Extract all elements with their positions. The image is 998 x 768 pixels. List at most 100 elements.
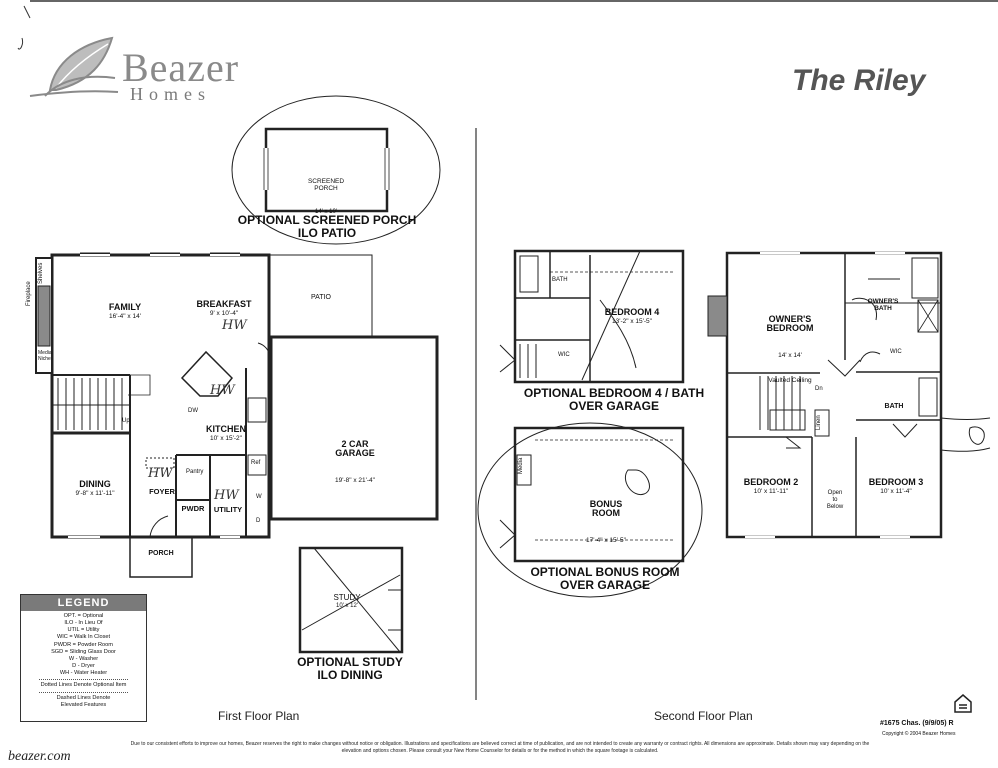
room-name: PORCH <box>148 550 174 557</box>
media-niche-label: Media Niche <box>38 350 52 362</box>
caption-study: OPTIONAL STUDY ILO DINING <box>297 655 403 683</box>
room-bedroom3: BEDROOM 3 10' x 11'-4" <box>856 477 936 495</box>
room-dim: 10' x 11'-4" <box>880 487 912 495</box>
room-note: Vaulted Ceiling <box>768 376 812 384</box>
room-porch: PORCH <box>132 550 190 558</box>
room-name: FAMILY <box>108 302 142 312</box>
room-bedroom2: BEDROOM 2 10' x 11'-11" <box>734 477 808 495</box>
room-name: SCREENED PORCH <box>307 177 345 192</box>
room-dim: 14' x 14' <box>778 351 802 359</box>
room-family: FAMILY 16'-4" x 14' <box>90 302 160 320</box>
media-label: Media <box>518 457 524 474</box>
legend-title: LEGEND <box>21 595 146 611</box>
room-owners-bath: OWNER'S BATH <box>858 280 908 329</box>
caption-screened-porch: OPTIONAL SCREENED PORCH ILO PATIO <box>237 213 417 241</box>
legend-line: OPT. = Optional <box>63 613 104 619</box>
legend-line: SGD = Sliding Glass Door <box>51 648 116 655</box>
first-floor-label: First Floor Plan <box>218 709 300 723</box>
legend: LEGEND OPT. = Optional ILO - In Lieu Of … <box>20 594 147 722</box>
copyright: Copyright © 2004 Beazer Homes <box>882 731 956 737</box>
annotation-line <box>940 447 991 452</box>
annotation-scribble <box>968 426 985 445</box>
room-name: BEDROOM 3 <box>868 477 924 487</box>
room-dim: 13'-2" x 15'-5" <box>612 317 652 325</box>
linen-label: Linen <box>816 415 822 430</box>
room-screened-porch: SCREENED PORCH 14' x 10' <box>296 160 356 234</box>
room-name: KITCHEN <box>206 424 246 434</box>
website: beazer.com <box>8 749 71 764</box>
washer-label: W <box>256 494 262 500</box>
legend-line: W - Washer <box>68 655 99 662</box>
room-name: FOYER <box>149 487 175 496</box>
legend-line: PWDR = Powder Room <box>54 641 113 648</box>
beazer-leaf-logo <box>29 36 119 97</box>
legend-line: D - Dryer <box>72 663 95 670</box>
room-dim: 9'-8" x 11'-11" <box>75 489 115 497</box>
caption-bonus: OPTIONAL BONUS ROOM OVER GARAGE <box>530 565 680 593</box>
pantry-label: Pantry <box>186 469 204 475</box>
annotation-line <box>940 417 991 420</box>
model-name: The Riley <box>792 64 926 97</box>
fireplace-label: Fireplace <box>26 281 32 306</box>
room-bath: BATH <box>876 403 912 411</box>
legend-line: WIC = Walk In Closet <box>56 634 111 641</box>
handwritten-hw: HW <box>148 466 173 481</box>
room-dim: 14' x 10' <box>315 209 337 216</box>
dw-label: DW <box>188 408 198 414</box>
room-name: BREAKFAST <box>196 299 252 309</box>
room-dining: DINING 9'-8" x 11'-11" <box>62 479 128 497</box>
legend-line: ILO - In Lieu Of <box>64 620 103 627</box>
legend-divider <box>39 691 128 693</box>
room-name: UTILITY <box>213 505 243 514</box>
room-kitchen: KITCHEN 10' x 15'-2" <box>198 424 254 442</box>
room-name: DINING <box>79 479 111 489</box>
room-bonus: BONUS ROOM 17'-4" x 15'-5" <box>574 482 638 562</box>
room-name: BONUS ROOM <box>589 498 623 519</box>
handwritten-hw: HW <box>210 383 235 398</box>
brand-name: Beazer <box>122 45 240 90</box>
room-bedroom4: BEDROOM 4 13'-2" x 15'-5" <box>594 307 670 325</box>
disclaimer: Due to our consistent efforts to improve… <box>130 741 870 754</box>
room-owners-bedroom: OWNER'S BEDROOM 14' x 14' Vaulted Ceilin… <box>752 297 828 401</box>
room-breakfast: BREAKFAST 9' x 10'-4" <box>188 299 260 317</box>
legend-note: Dashed Lines Denote Elevated Features <box>56 694 111 708</box>
pen-mark <box>17 5 31 50</box>
room-name: BEDROOM 4 <box>604 307 660 317</box>
room-name: PWDR <box>181 504 205 513</box>
caption-bedroom4: OPTIONAL BEDROOM 4 / BATH OVER GARAGE <box>523 386 705 414</box>
shelves-label: Shelves <box>38 262 44 284</box>
up-label: Up <box>122 418 130 424</box>
room-name: 2 CAR GARAGE <box>335 438 375 459</box>
legend-body: OPT. = Optional ILO - In Lieu Of UTIL = … <box>21 611 146 711</box>
room-name: PATIO <box>311 294 331 301</box>
room-patio: PATIO <box>290 294 352 302</box>
room-name: OWNER'S BEDROOM <box>766 313 814 334</box>
equal-housing-icon <box>954 694 972 713</box>
room-garage: 2 CAR GARAGE 19'-8" x 21'-4" <box>320 422 390 502</box>
wic-label: WIC <box>890 349 902 355</box>
second-floor-label: Second Floor Plan <box>654 709 753 723</box>
open-below-label: Open to Below <box>826 490 844 511</box>
room-dim: 10' x 11'-11" <box>753 487 789 495</box>
room-name: OWNER'S BATH <box>867 297 899 312</box>
dryer-label: D <box>256 518 261 524</box>
room-name: BEDROOM 2 <box>743 477 799 487</box>
ref-label: Ref <box>251 460 261 466</box>
brand-sub: Homes <box>130 84 211 104</box>
room-name: STUDY <box>333 593 361 602</box>
room-utility: UTILITY <box>210 505 246 514</box>
room-dim: 10' x 15'-2" <box>210 434 242 442</box>
legend-divider <box>39 679 128 681</box>
legend-note: Dotted Lines Denote Optional Item <box>40 682 127 689</box>
room-dim: 10' x 12' <box>336 602 358 609</box>
room-foyer: FOYER <box>142 487 182 496</box>
dn-label: Dn <box>815 386 823 392</box>
handwritten-hw: HW <box>222 318 247 333</box>
handwritten-hw: HW <box>214 488 239 503</box>
room-dim: 17'-4" x 15'-5" <box>586 536 626 544</box>
room-pwdr: PWDR <box>176 504 210 513</box>
wic-label: WIC <box>558 352 570 358</box>
room-study: STUDY 10' x 12' <box>322 593 372 609</box>
room-name: BATH <box>884 403 904 410</box>
